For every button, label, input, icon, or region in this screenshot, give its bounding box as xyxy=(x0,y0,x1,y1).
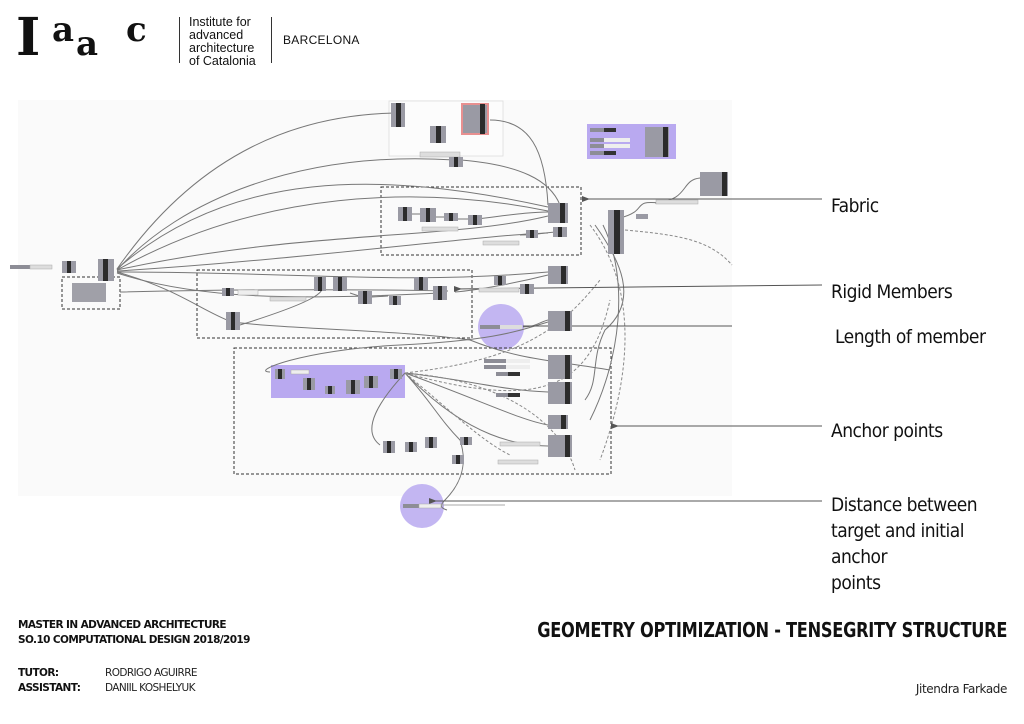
tutor-label: TUTOR: xyxy=(18,667,59,679)
annotation-length-of-member: Length of member xyxy=(835,326,986,348)
institute-name: Institute for advanced architecture of C… xyxy=(189,16,256,68)
annotation-anchor-points: Anchor points xyxy=(831,420,943,442)
annotation-rigid-members: Rigid Members xyxy=(831,281,953,303)
city-divider xyxy=(271,17,272,63)
logo-divider xyxy=(179,17,180,63)
page-title: GEOMETRY OPTIMIZATION - TENSEGRITY STRUC… xyxy=(537,618,1007,642)
author-name: Jitendra Farkade xyxy=(915,682,1007,696)
annotation-distance: Distance between target and initial anch… xyxy=(831,492,1024,596)
annotation-fabric: Fabric xyxy=(831,195,879,217)
annotation-distance-line: target and initial anchor xyxy=(831,520,964,568)
logo-letter-a-2: a xyxy=(76,24,99,64)
group-fabric xyxy=(380,186,582,256)
institute-line: Institute for xyxy=(189,15,251,29)
assistant-label: ASSISTANT: xyxy=(18,682,81,694)
annotation-distance-line: Distance between xyxy=(831,494,978,516)
logo-letter-i: I xyxy=(16,7,41,68)
iaac-logo: I a a c xyxy=(16,7,176,68)
grasshopper-canvas xyxy=(18,100,732,496)
city-label: BARCELONA xyxy=(283,33,360,47)
tutor-name: RODRIGO AGUIRRE xyxy=(105,667,198,679)
component-nodes xyxy=(10,103,728,509)
group-anchor xyxy=(233,347,612,475)
course-name: SO.10 COMPUTATIONAL DESIGN 2018/2019 xyxy=(18,634,250,646)
group-rigid xyxy=(196,269,473,339)
institute-line: advanced xyxy=(189,28,244,42)
annotation-distance-line: points xyxy=(831,572,881,594)
institute-line: architecture xyxy=(189,41,255,55)
institute-line: of Catalonia xyxy=(189,54,256,68)
assistant-name: DANIIL KOSHELYUK xyxy=(105,682,196,694)
program-name: MASTER IN ADVANCED ARCHITECTURE xyxy=(18,619,227,631)
logo-letter-c: c xyxy=(126,10,147,50)
logo-letter-a: a xyxy=(52,10,75,50)
